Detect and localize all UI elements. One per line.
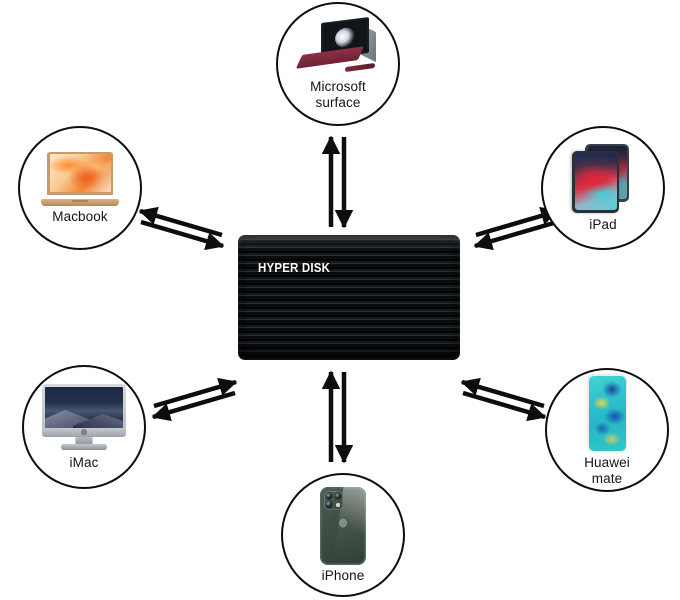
node-ipad[interactable]: iPad [541,126,665,250]
connector-imac [151,377,238,422]
node-macbook[interactable]: Macbook [18,126,142,250]
node-microsoft-surface[interactable]: Microsoft surface [276,2,400,126]
node-label-imac: iMac [69,454,99,470]
node-iphone[interactable]: iPhone [281,473,405,597]
hyper-disk-device[interactable]: HYPER DISK [238,235,460,360]
node-label-microsoft-surface: Microsoft surface [310,79,366,110]
connector-iphone [321,370,354,464]
hyper-disk-brand-label: HYPER DISK [258,261,331,275]
ipad-tablet-icon [572,143,634,214]
node-label-iphone: iPhone [321,567,365,583]
imac-desktop-icon [42,383,126,452]
surface-tablet-icon [295,17,381,76]
connector-macbook [138,206,225,251]
huawei-phone-icon [587,374,627,453]
connector-ipad [473,206,560,251]
node-label-macbook: Macbook [52,208,108,224]
node-imac[interactable]: iMac [22,365,146,489]
iphone-phone-icon [320,486,366,565]
node-label-huawei-mate: Huawei mate [584,455,630,486]
node-label-ipad: iPad [589,216,617,232]
macbook-laptop-icon [41,151,119,206]
node-huawei-mate[interactable]: Huawei mate [545,368,669,492]
connector-surface [321,135,354,229]
connector-huawei-mate [460,377,547,422]
